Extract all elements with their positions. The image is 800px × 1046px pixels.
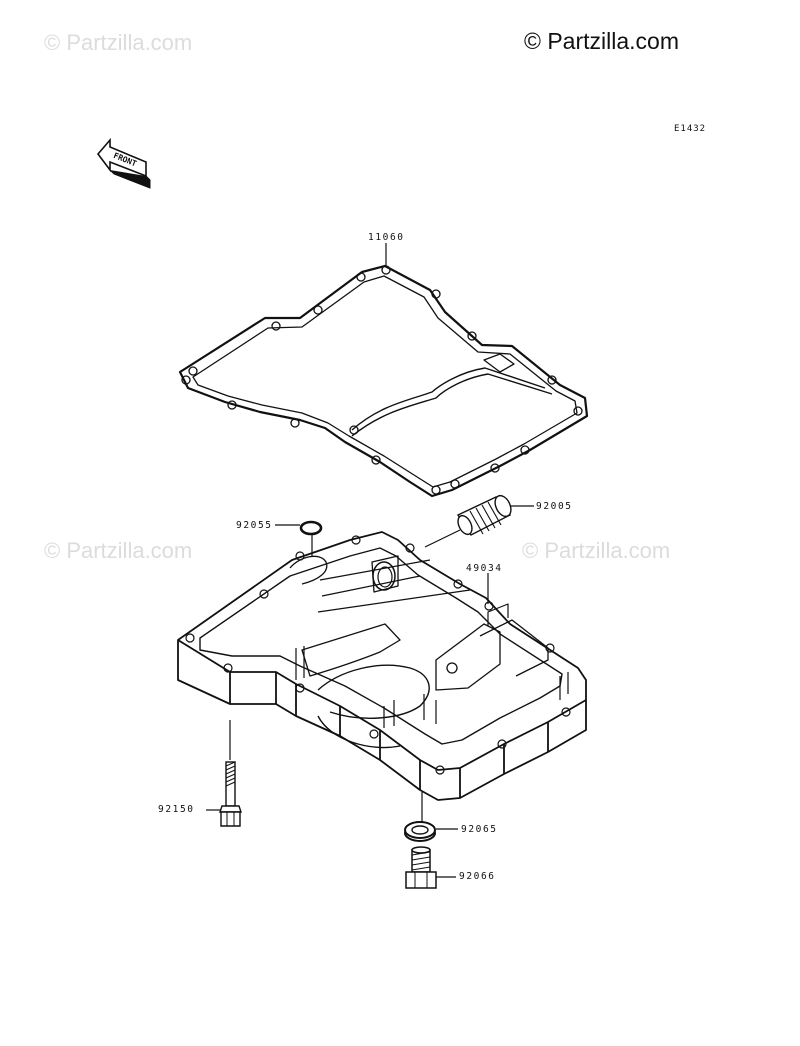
leader-lines	[206, 243, 534, 878]
diagram-code: E1432	[674, 124, 707, 134]
oil-pan-gasket	[178, 264, 589, 498]
front-arrow-icon: FRONT	[96, 137, 151, 189]
drain-plug	[405, 846, 437, 889]
o-ring	[299, 520, 323, 536]
oil-pan	[177, 531, 587, 801]
part-label-92066[interactable]: 92066	[459, 871, 496, 882]
watermark-top-left: © Partzilla.com	[44, 30, 193, 55]
washer	[404, 821, 436, 842]
part-label-11060[interactable]: 11060	[368, 232, 405, 243]
bolt	[219, 761, 242, 827]
copyright-notice: © Partzilla.com	[524, 28, 679, 54]
part-label-92005[interactable]: 92005	[536, 501, 573, 512]
watermark-mid-left: © Partzilla.com	[44, 538, 193, 563]
part-label-92150[interactable]: 92150	[158, 804, 195, 815]
watermark-mid-right: © Partzilla.com	[522, 538, 671, 563]
part-label-92055[interactable]: 92055	[236, 520, 273, 531]
part-label-49034[interactable]: 49034	[466, 563, 503, 574]
part-label-92065[interactable]: 92065	[461, 824, 498, 835]
fitting	[456, 494, 512, 536]
